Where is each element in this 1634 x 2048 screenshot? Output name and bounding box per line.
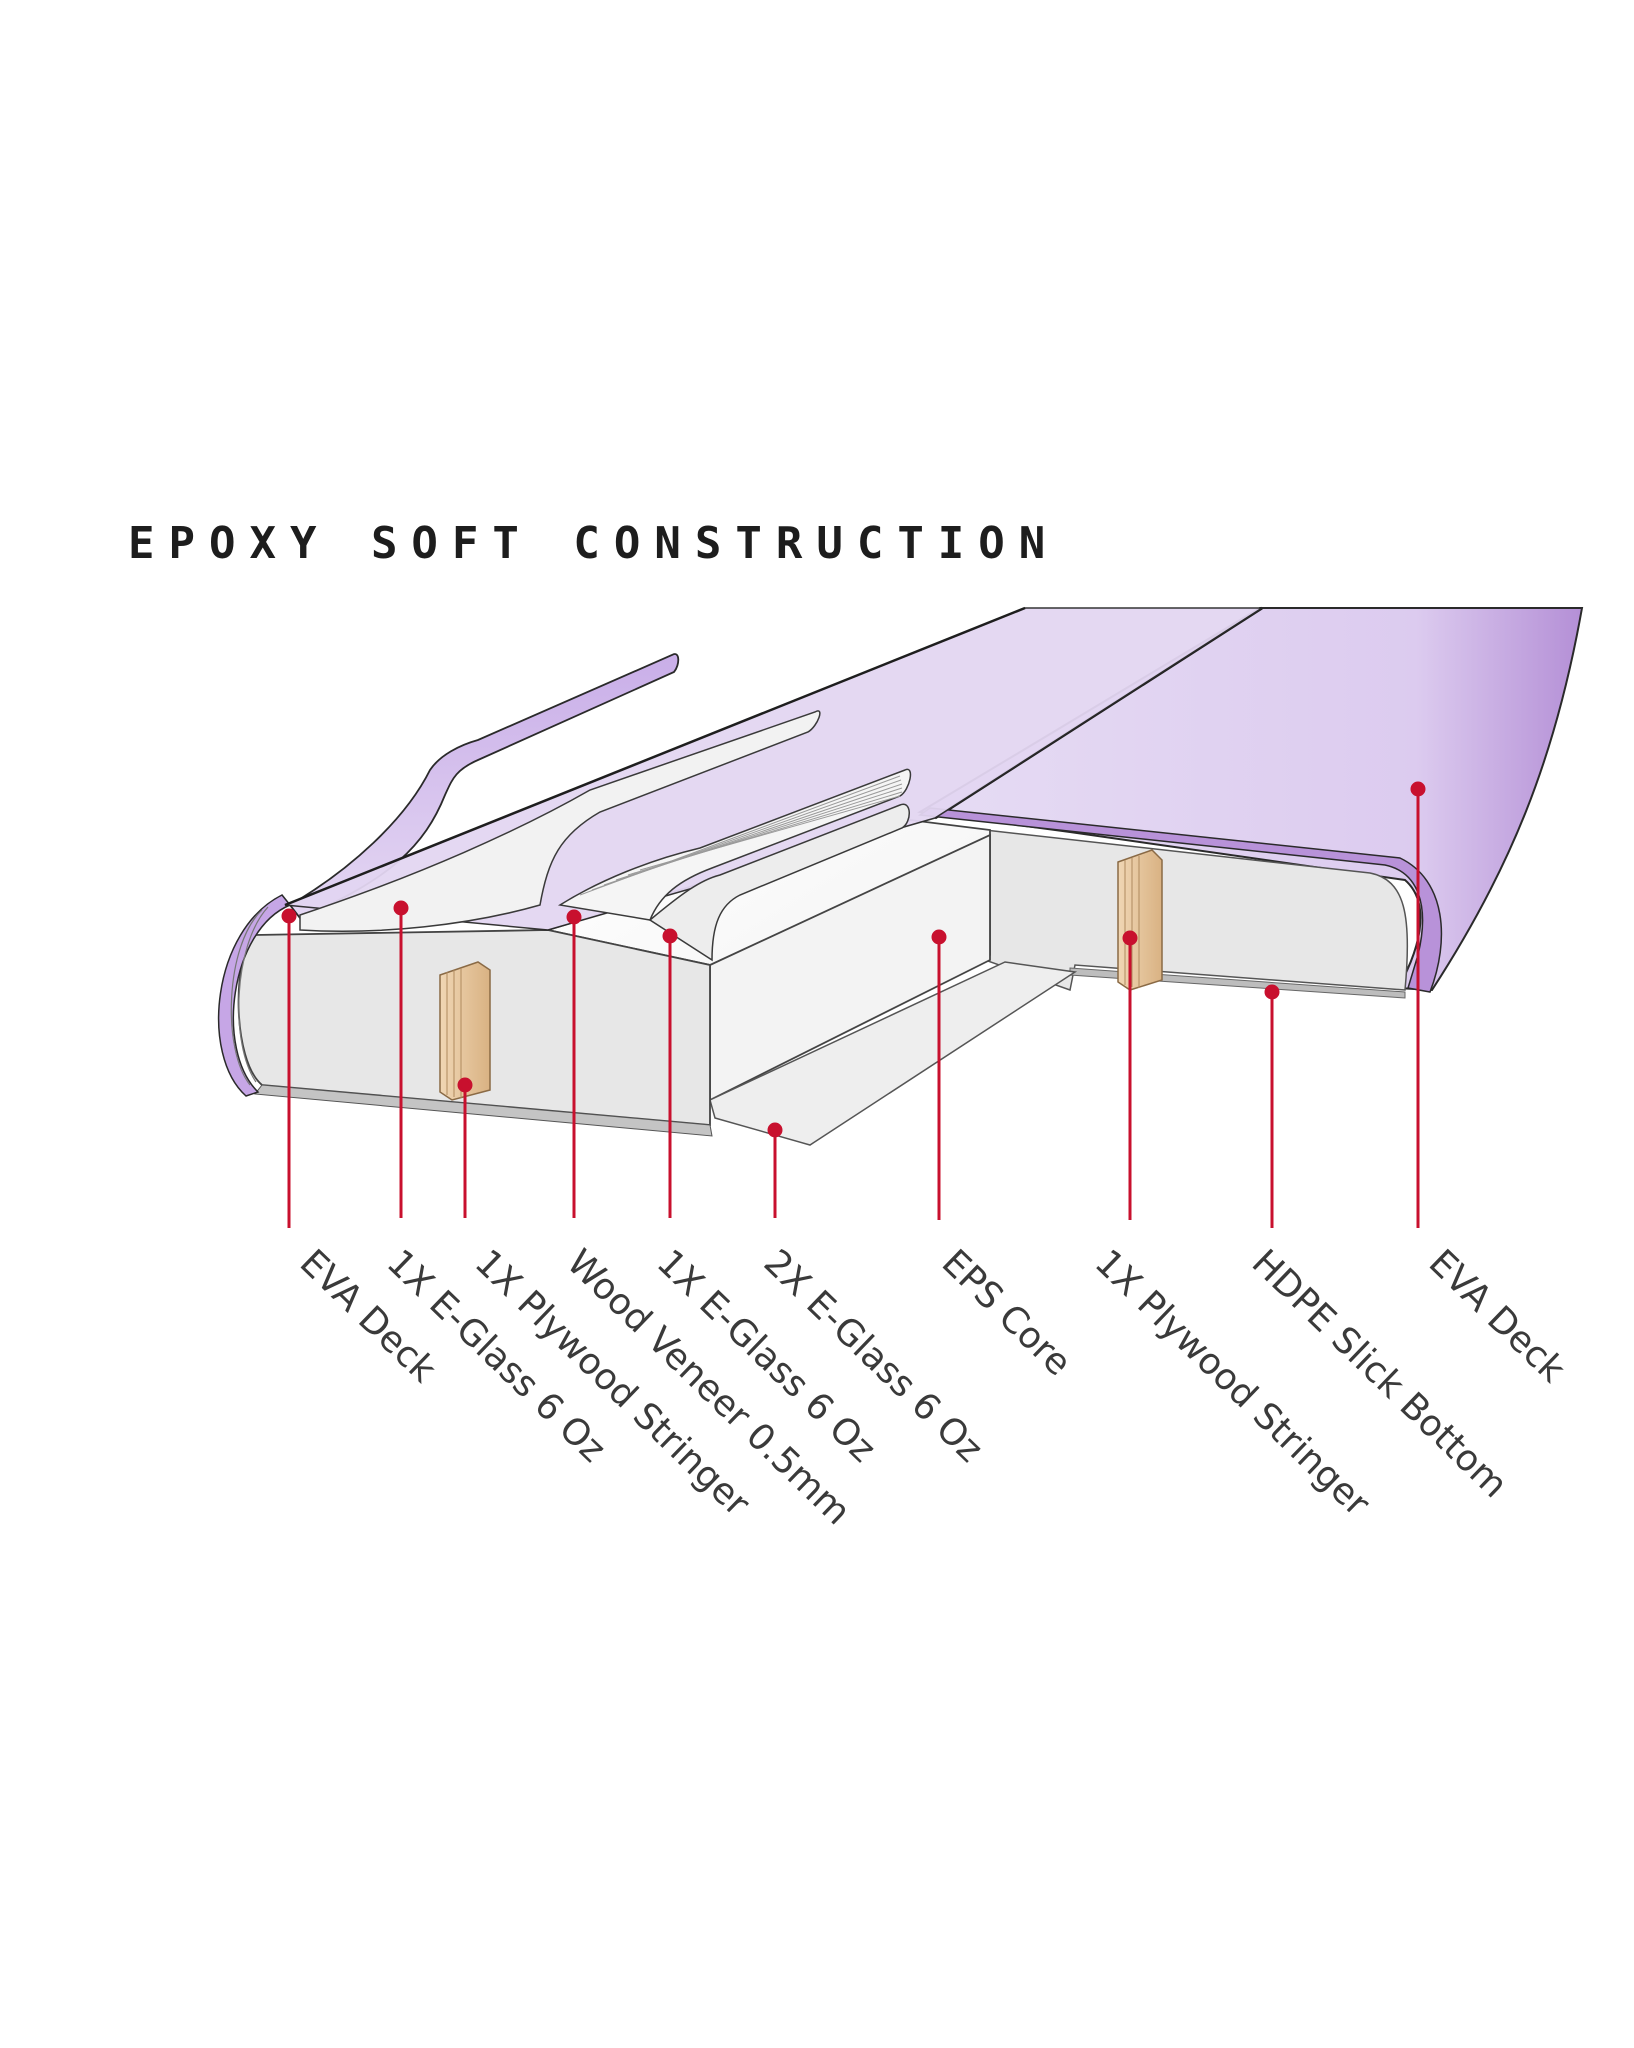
e-glass-bottom-strip (709, 961, 1078, 1146)
callout-eva-deck-left (281, 908, 297, 1228)
wood-veneer-grain (579, 775, 903, 896)
eva-deck-left-flap (288, 653, 680, 920)
wood-veneer-sheet (557, 768, 912, 921)
callout-hdpe-slick-bottom (1264, 984, 1280, 1228)
label-plywood-stringer-right: 1X Plywood Stringer (1087, 1242, 1378, 1525)
e-glass-left-sheet (299, 710, 821, 933)
callout-e-glass-left (393, 900, 409, 1218)
eps-core-right-block (984, 829, 1409, 991)
callout-e-glass-mid (662, 928, 678, 1218)
right-rail-edge (917, 807, 1443, 993)
plywood-stringer-left-shape (439, 961, 491, 1101)
callout-e-glass-2x (767, 1122, 783, 1218)
callout-lines (281, 781, 1426, 1228)
callout-eps-core (931, 929, 947, 1220)
callout-wood-veneer (566, 909, 582, 1218)
label-eva-deck-right: EVA Deck (1421, 1242, 1573, 1391)
callout-plywood-stringer-left (457, 1077, 473, 1218)
e-glass-mid-sheet (648, 803, 910, 962)
callout-plywood-stringer-right (1122, 930, 1138, 1220)
callout-labels: EVA Deck 1X E-Glass 6 Oz 1X Plywood Stri… (292, 1242, 1573, 1533)
label-eps-core: EPS Core (934, 1242, 1079, 1384)
callout-eva-deck-right (1410, 781, 1426, 1228)
page-title: EPOXY SOFT CONSTRUCTION (128, 518, 1060, 569)
